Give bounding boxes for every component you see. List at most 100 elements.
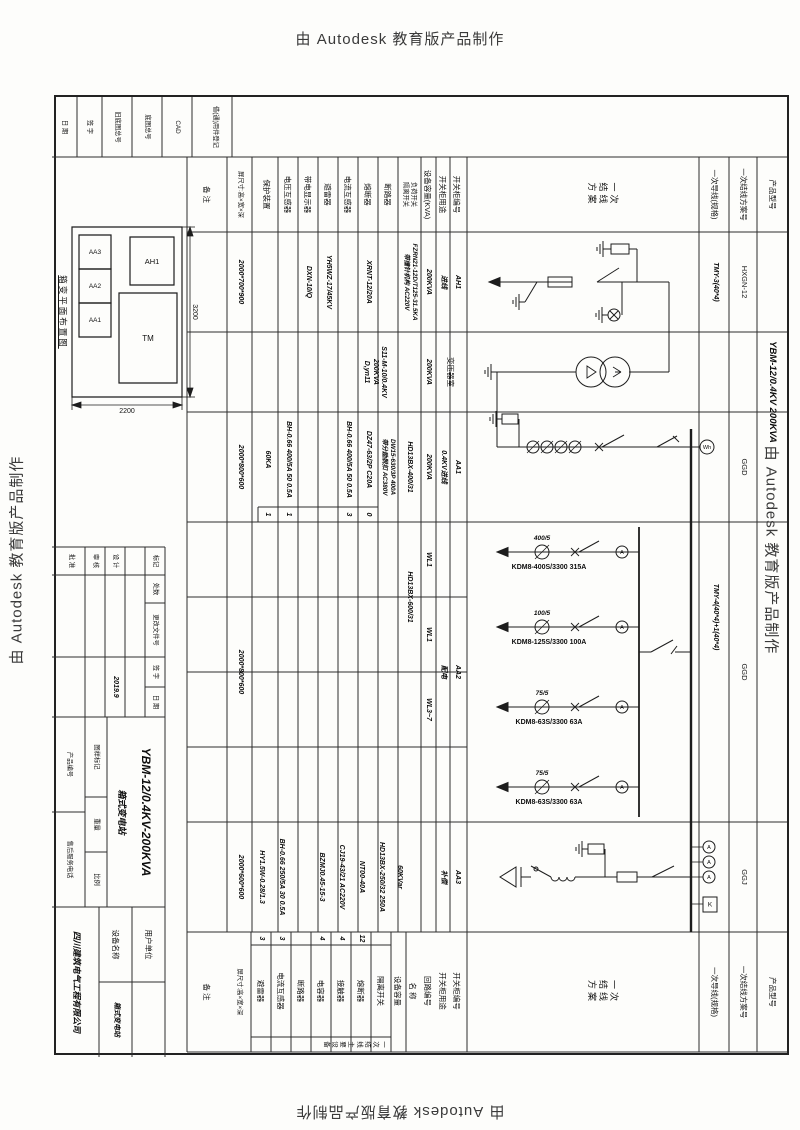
tb-check: 审 核 xyxy=(92,553,99,569)
tb-approve: 批 准 xyxy=(68,553,75,569)
header-product-model-label: 产品型号 xyxy=(768,179,777,210)
tb-weight: 重量 xyxy=(93,818,100,831)
aa1-ct: BH-0.66 400/5A 50 0.5A xyxy=(345,421,352,498)
tb-date-value: 2019.9 xyxy=(112,676,119,698)
right-row-name: 名 称 xyxy=(408,982,417,1000)
header-product-model-label-right: 产品型号 xyxy=(768,977,777,1007)
tb-device-label: 设备名称 xyxy=(111,929,120,960)
aa3-arrester: HY1.5W-0.28/1.3 xyxy=(258,850,265,904)
aa3-no: AA3 xyxy=(454,869,461,884)
ah1-size: 2000*700*900 xyxy=(237,259,244,305)
tb-product-no: 产品编号 xyxy=(66,751,73,778)
row-label-breaker: 断路器 xyxy=(383,183,392,206)
aa2-no: AA2 xyxy=(454,664,461,679)
svg-text:TM: TM xyxy=(142,334,154,343)
svg-text:A: A xyxy=(620,705,624,711)
ah1-capacity: 200KVA xyxy=(425,269,432,295)
right-row-capacity: 设备容量 xyxy=(393,976,402,1006)
svg-text:A: A xyxy=(620,625,624,631)
aa3-isolator: HD13BX-250/32 250A xyxy=(378,841,385,913)
svg-text:KDM8-63S/3300 63A: KDM8-63S/3300 63A xyxy=(516,799,583,806)
tb-rev-fileno: 更改文件号 xyxy=(152,614,159,646)
header-scheme-no-label-right: 一次结线方案号 xyxy=(739,965,748,1019)
svg-text:A: A xyxy=(620,550,624,556)
aa2-circuit-3: WL3~7 xyxy=(425,698,432,721)
row-label-fuse: 熔断器 xyxy=(363,183,372,206)
drawing-sheet: Wh 400/5 100/5 75/5 75/5 KDM8-400S/3300 … xyxy=(54,95,789,1055)
tb-service-phone: 售后服务电话 xyxy=(66,840,73,879)
tb-rev-date: 日 期 xyxy=(152,694,159,710)
row-label-ct: 电流互感器 xyxy=(343,175,352,214)
aa1-protection: 60KA xyxy=(264,450,271,469)
conductor-lv: TMY-4(40*4)+1(40*4) xyxy=(712,583,719,651)
right-row-panel-no: 开关柜编号 xyxy=(452,972,461,1010)
scheme-band-label-right: 一次 结线 方案 xyxy=(587,979,619,1004)
ah1-use: 进线 xyxy=(440,275,447,289)
scheme-no-aa1: GGD xyxy=(740,458,749,476)
scheme-no-aa2: GGD xyxy=(740,663,749,681)
aa1-breaker: DW15-630/3P 400A 带分励脱扣 AC380V xyxy=(381,438,396,496)
tb-rev-mark: 标记 xyxy=(152,554,159,568)
margin-cell-old-base-no: 旧底图总号 xyxy=(114,111,121,143)
svg-text:KDM8-63S/3300 63A: KDM8-63S/3300 63A xyxy=(516,719,583,726)
svg-text:A: A xyxy=(707,845,711,851)
aa3-ct: BH-0.66 250/5A 30 0.5A xyxy=(278,838,285,916)
svg-text:2200: 2200 xyxy=(119,408,135,415)
aa3-use: 补偿 xyxy=(440,870,447,884)
aa2-use: 配电 xyxy=(440,665,447,679)
margin-cell-cad: CAD xyxy=(174,120,181,134)
tb-device-value: 箱式变电站 xyxy=(113,1002,120,1037)
qty-ct: 3 xyxy=(278,936,285,941)
tb-company: 四川建筑电气工程有限公司 xyxy=(72,930,82,1033)
aa1-fuse: DZ47-63/2P C20A xyxy=(365,430,372,489)
row-label-capacity: 设备容量(KVA) xyxy=(423,169,432,220)
ah1-live-display: DXN-10/Q xyxy=(305,265,312,299)
svg-text:Wh: Wh xyxy=(703,445,711,451)
aa3-size: 2000*600*600 xyxy=(237,854,244,900)
aa3-capacity: 60KVar xyxy=(396,865,403,889)
right-row-fuse: 熔断器 xyxy=(356,979,365,1003)
row-label-panel-no: 开关柜编号 xyxy=(452,175,461,214)
svg-text:AA2: AA2 xyxy=(89,283,102,290)
svg-text:K: K xyxy=(708,902,713,909)
svg-text:75/5: 75/5 xyxy=(536,770,549,777)
aa3-contactor: CJ19-43/21 AC220V xyxy=(338,844,345,910)
tb-subtitle: 箱式变电站 xyxy=(117,789,127,835)
row-label-size: 屏尺寸:高×宽×深 xyxy=(237,171,244,218)
tb-client-label: 用户单位 xyxy=(144,929,153,960)
right-row-size: 屏尺寸:高×宽×深 xyxy=(236,968,243,1016)
aa1-use: 0.4KV进线 xyxy=(440,450,447,484)
plan-caption: 箱变平面布置图 xyxy=(58,275,68,349)
aa1-capacity: 200KVA xyxy=(425,454,432,480)
aa1-no: AA1 xyxy=(454,459,461,474)
svg-text:3200: 3200 xyxy=(191,304,198,320)
tb-rev-count: 处数 xyxy=(152,582,159,596)
right-row-capacitor: 电容器 xyxy=(316,979,325,1003)
autodesk-stamp-top: 由 Autodesk 教育版产品制作 xyxy=(295,31,505,48)
right-row-contactor: 接触器 xyxy=(336,979,345,1003)
header-conductor-label: 一次导线(规格) xyxy=(710,169,719,220)
right-row-note: 备 注 xyxy=(202,983,211,1001)
svg-text:A: A xyxy=(707,875,711,881)
svg-text:KDM8-400S/3300 315A: KDM8-400S/3300 315A xyxy=(512,564,587,571)
svg-text:75/5: 75/5 xyxy=(536,690,549,697)
svg-text:KDM8-125S/3300 100A: KDM8-125S/3300 100A xyxy=(512,639,587,646)
scheme-no-ah1: HXGN-12 xyxy=(740,265,749,299)
ah1-no: AH1 xyxy=(454,274,461,289)
qty-capacitor: 4 xyxy=(318,936,325,941)
autodesk-stamp-bottom: 由 Autodesk 教育版产品制作 xyxy=(295,1103,505,1120)
aa3-fuse: NT00-40A xyxy=(358,860,365,894)
aa2-isolator: HD13BX-600/31 xyxy=(406,571,413,623)
tr-name: 变压器室 xyxy=(446,357,455,387)
row-label-arrester: 避雷器 xyxy=(323,183,332,206)
svg-text:A: A xyxy=(707,860,711,866)
header-product-model-value: YBM-12/0.4KV 200KVA xyxy=(767,341,778,443)
tb-rev-sign: 签 字 xyxy=(152,664,159,680)
svg-text:AH1: AH1 xyxy=(145,257,160,266)
ah1-fuse: XRNT-12/20A xyxy=(365,260,372,304)
drawing-linework: Wh 400/5 100/5 75/5 75/5 KDM8-400S/3300 … xyxy=(52,97,787,1057)
aa1-size: 2000*800*600 xyxy=(237,444,244,490)
right-row-panel-use: 开关柜用途 xyxy=(438,972,447,1010)
margin-cell-base-no: 底图总号 xyxy=(144,114,151,140)
